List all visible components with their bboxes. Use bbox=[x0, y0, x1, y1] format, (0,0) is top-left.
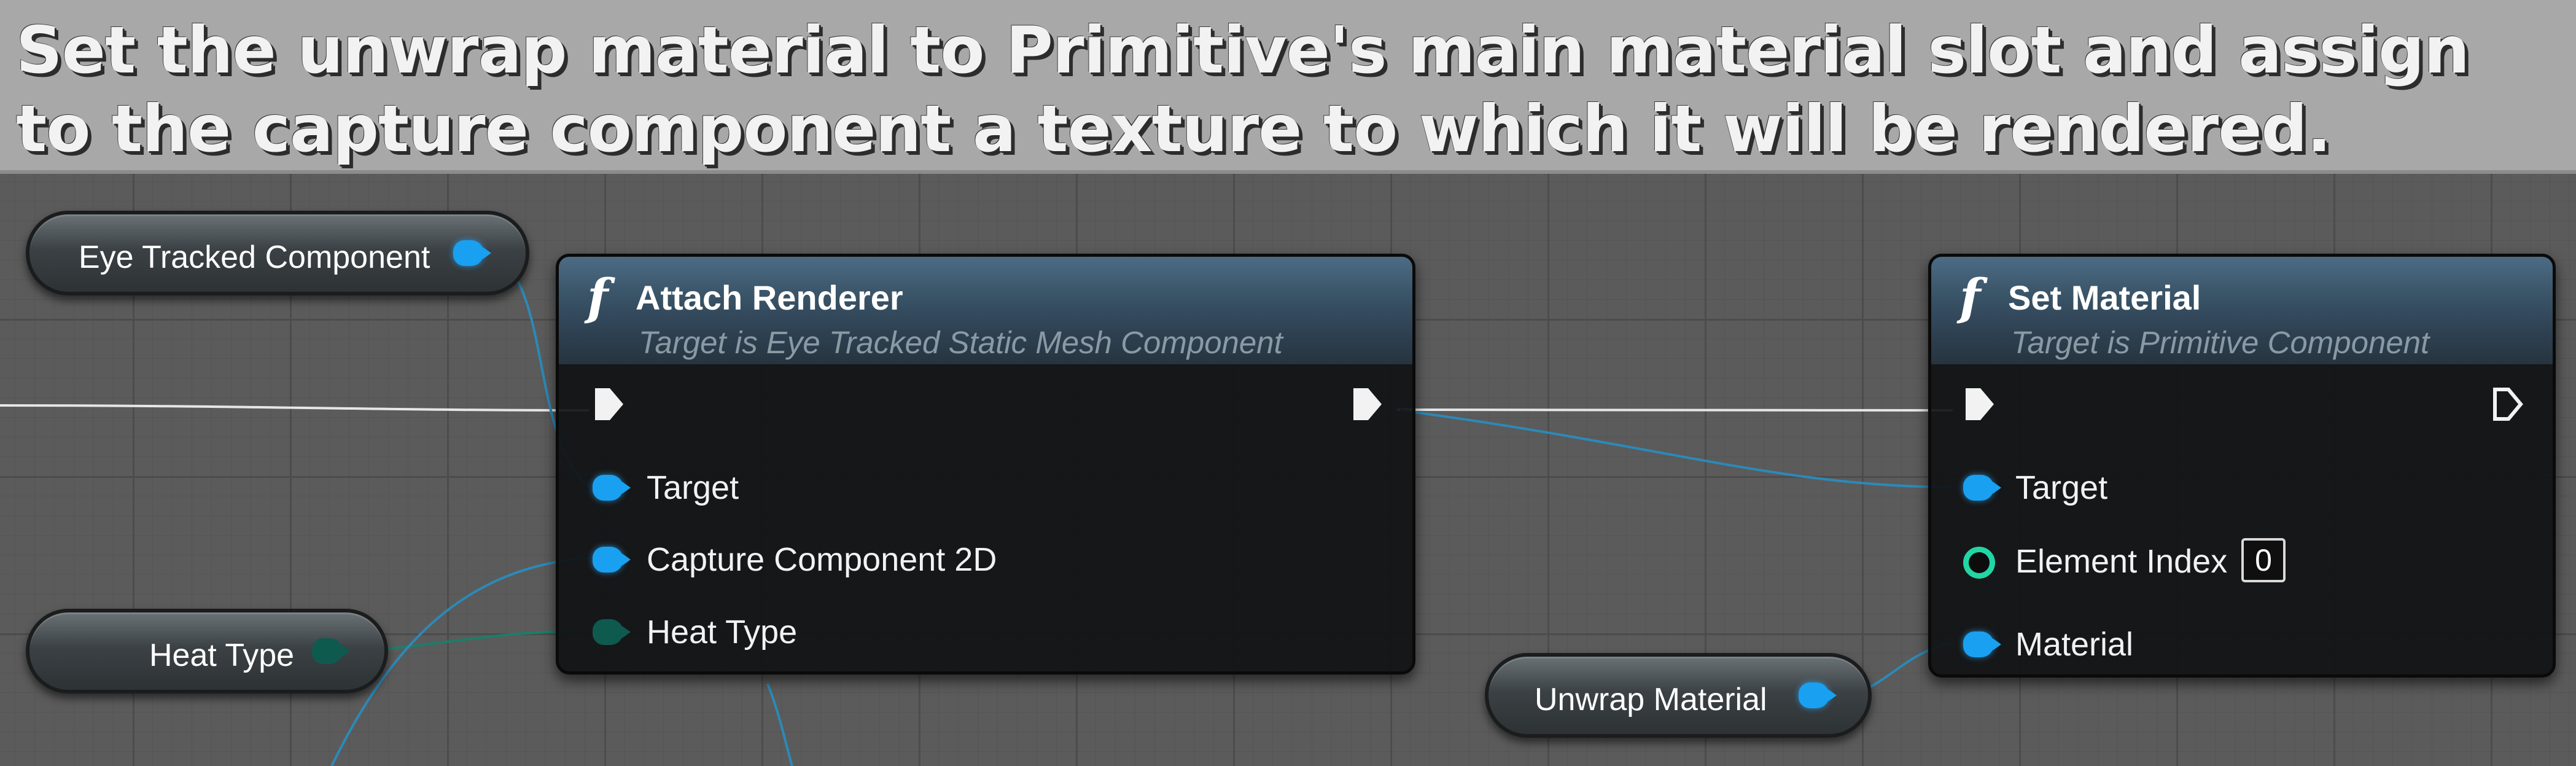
heat-type-pin[interactable] bbox=[593, 619, 631, 645]
caption-text: Set the unwrap material to Primitive's m… bbox=[16, 13, 2470, 166]
pin-label-material: Material bbox=[2015, 626, 2134, 663]
function-icon: f bbox=[587, 268, 609, 326]
exec-output-pin-icon[interactable] bbox=[1351, 386, 1384, 423]
set-material-node[interactable]: f Set Material Target is Primitive Compo… bbox=[1928, 254, 2556, 678]
variable-label: Unwrap Material bbox=[1535, 682, 1767, 717]
output-pin[interactable] bbox=[453, 240, 491, 266]
target-pin[interactable] bbox=[593, 475, 631, 501]
exec-wire-in bbox=[0, 404, 590, 412]
node-title: Attach Renderer bbox=[636, 278, 903, 317]
wire-capture-component bbox=[330, 557, 590, 766]
unwrap-material-variable[interactable]: Unwrap Material bbox=[1485, 653, 1872, 738]
wire-down-below-attach bbox=[766, 683, 793, 766]
pin-label-target: Target bbox=[647, 469, 739, 506]
output-pin[interactable] bbox=[1799, 682, 1837, 708]
node-header bbox=[559, 257, 1412, 364]
pin-label-element-index: Element Index bbox=[2015, 543, 2228, 580]
variable-label: Eye Tracked Component bbox=[79, 240, 430, 275]
variable-label: Heat Type bbox=[149, 638, 295, 673]
node-title: Set Material bbox=[2008, 278, 2201, 317]
wire-to-setmaterial-target bbox=[1399, 409, 1953, 488]
exec-output-pin-icon[interactable] bbox=[2491, 386, 2524, 423]
element-index-pin[interactable] bbox=[1963, 547, 1995, 579]
node-header bbox=[1931, 257, 2553, 364]
pin-label-capture-component: Capture Component 2D bbox=[647, 541, 997, 578]
blueprint-graph-canvas[interactable]: Eye Tracked Component Heat Type Unwrap M… bbox=[0, 174, 2576, 766]
exec-input-pin-icon[interactable] bbox=[1963, 386, 1996, 423]
tutorial-caption-banner: Set the unwrap material to Primitive's m… bbox=[0, 0, 2576, 174]
target-pin[interactable] bbox=[1963, 475, 2001, 501]
output-pin[interactable] bbox=[312, 638, 350, 664]
attach-renderer-node[interactable]: f Attach Renderer Target is Eye Tracked … bbox=[556, 254, 1415, 674]
exec-input-pin-icon[interactable] bbox=[593, 386, 626, 423]
pin-label-heat-type: Heat Type bbox=[647, 614, 798, 651]
material-pin[interactable] bbox=[1963, 631, 2001, 657]
function-icon: f bbox=[1959, 268, 1981, 326]
node-subtitle: Target is Eye Tracked Static Mesh Compon… bbox=[639, 325, 1283, 360]
heat-type-variable[interactable]: Heat Type bbox=[26, 609, 388, 694]
element-index-input[interactable]: 0 bbox=[2241, 538, 2286, 582]
pin-label-target: Target bbox=[2015, 469, 2108, 506]
capture-component-pin[interactable] bbox=[593, 547, 631, 573]
node-subtitle: Target is Primitive Component bbox=[2011, 325, 2430, 360]
eye-tracked-component-variable[interactable]: Eye Tracked Component bbox=[26, 211, 529, 295]
